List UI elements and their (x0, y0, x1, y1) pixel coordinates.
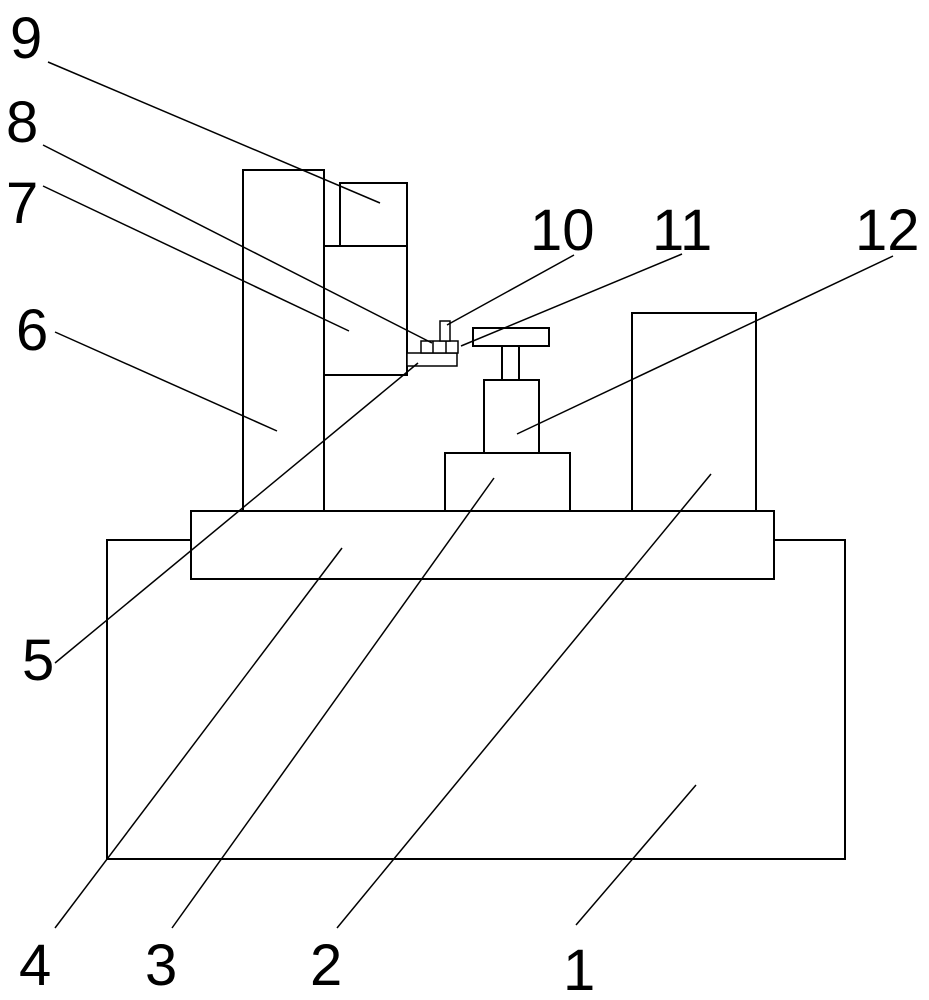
label-6: 6 (16, 298, 48, 363)
label-7: 7 (6, 171, 38, 236)
label-3: 3 (145, 933, 177, 998)
label-10: 10 (530, 198, 595, 263)
label-1: 1 (563, 938, 595, 1000)
leader-3 (171, 477, 495, 929)
column (242, 169, 325, 512)
bracket-arm (406, 352, 458, 367)
leader-9 (47, 61, 381, 204)
leader-4 (54, 547, 343, 929)
leader-8 (42, 144, 433, 344)
probe-pin (439, 320, 451, 342)
label-5: 5 (22, 628, 54, 693)
label-9: 9 (10, 6, 42, 71)
fixture-base (444, 452, 571, 512)
base-block (106, 539, 846, 860)
label-4: 4 (19, 933, 51, 998)
label-2: 2 (310, 933, 342, 998)
lift-cylinder (483, 379, 540, 454)
label-8: 8 (6, 90, 38, 155)
leader-6 (54, 331, 278, 432)
leader-2 (336, 473, 712, 929)
piston-rod (501, 345, 520, 381)
clamp-block (420, 340, 459, 354)
leader-5 (54, 362, 419, 664)
label-12: 12 (855, 198, 920, 263)
leader-11 (460, 253, 683, 347)
slide-carriage (323, 245, 408, 376)
leader-1 (575, 784, 697, 926)
right-post (631, 312, 757, 512)
leader-7 (42, 185, 350, 332)
leader-10 (446, 254, 575, 326)
table-plate (190, 510, 775, 580)
label-11: 11 (652, 198, 712, 263)
leader-12 (516, 255, 894, 435)
motor-box (339, 182, 408, 247)
